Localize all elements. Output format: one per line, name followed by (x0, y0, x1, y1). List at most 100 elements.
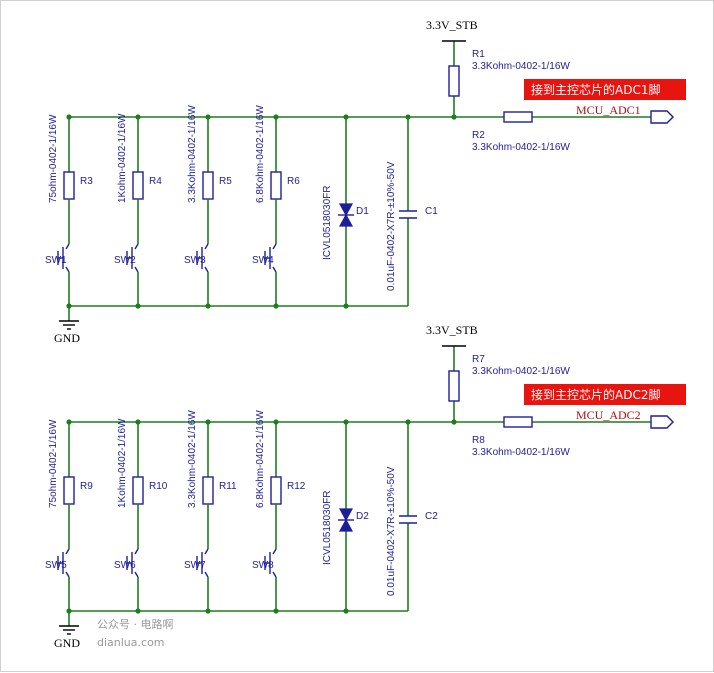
ladder-resistor-ref: R9 (80, 481, 93, 492)
supply-label: 3.3V_STB (426, 323, 478, 337)
net-port-symbol (650, 415, 674, 429)
ladder-resistor-ref: R6 (287, 176, 300, 187)
junction-dot (205, 114, 211, 120)
junction-dot (451, 419, 457, 425)
switch-ref: SW2 (114, 255, 136, 266)
switch-lead (65, 243, 70, 250)
ladder-resistor-value: 6.8Kohm-0402-1/16W (255, 410, 266, 508)
junction-dot (205, 303, 211, 309)
junction-dot (66, 419, 72, 425)
switch-lead (272, 571, 277, 578)
switch-lead (134, 571, 139, 578)
watermark: 公众号 · 电路啊 dianlua.com (97, 618, 174, 649)
junction-dot (343, 114, 349, 120)
junction-dot (273, 303, 279, 309)
switch-ref: SW6 (114, 560, 136, 571)
junction-dot (273, 608, 279, 614)
watermark-line1: 公众号 · 电路啊 (97, 618, 174, 631)
ladder-resistor-value: 3.3Kohm-0402-1/16W (187, 105, 198, 203)
ladder-resistor (63, 171, 75, 200)
switch-ref: SW3 (184, 255, 206, 266)
switch-lead (65, 571, 70, 578)
junction-dot (451, 114, 457, 120)
ladder-resistor (132, 476, 144, 505)
switch-lead (65, 266, 70, 273)
capacitor-ref: C2 (425, 511, 438, 522)
switch-ref: SW4 (252, 255, 274, 266)
diode-value: ICVL0518030FR (322, 491, 333, 566)
pullup-ref: R1 (472, 49, 485, 60)
junction-dot (205, 608, 211, 614)
series-value: 3.3Kohm-0402-1/16W (472, 142, 570, 153)
junction-dot (135, 303, 141, 309)
switch-lead (204, 243, 209, 250)
ladder-resistor-value: 1Kohm-0402-1/16W (117, 418, 128, 508)
circuit-2: 3.3V_STBR73.3Kohm-0402-1/16WR83.3Kohm-04… (45, 323, 686, 650)
net-label: MCU_ADC2 (576, 408, 641, 422)
diode-symbol (338, 508, 354, 522)
ladder-resistor-value: 75ohm-0402-1/16W (48, 114, 59, 203)
switch-lead (134, 548, 139, 555)
junction-dot (343, 608, 349, 614)
switch-lead (272, 243, 277, 250)
series-ref: R2 (472, 130, 485, 141)
ladder-resistor-value: 75ohm-0402-1/16W (48, 419, 59, 508)
net-port-symbol (650, 110, 674, 124)
junction-dot (135, 114, 141, 120)
pullup-resistor (448, 65, 460, 97)
note-callout (524, 384, 686, 405)
pullup-value: 3.3Kohm-0402-1/16W (472, 366, 570, 377)
ladder-resistor (202, 476, 214, 505)
switch-lead (272, 548, 277, 555)
ladder-resistor (132, 171, 144, 200)
junction-dot (273, 419, 279, 425)
supply-label: 3.3V_STB (426, 18, 478, 32)
note-text: 接到主控芯片的ADC1脚 (531, 82, 660, 97)
ladder-resistor-value: 6.8Kohm-0402-1/16W (255, 105, 266, 203)
ladder-resistor (63, 476, 75, 505)
diode-symbol (338, 213, 354, 227)
switch-ref: SW7 (184, 560, 206, 571)
series-resistor (503, 111, 533, 123)
switch-lead (134, 266, 139, 273)
junction-dot (66, 608, 72, 614)
switch-lead (65, 548, 70, 555)
circuit-1: 3.3V_STBR13.3Kohm-0402-1/16WR23.3Kohm-04… (45, 18, 686, 345)
pullup-resistor (448, 370, 460, 402)
watermark-line2: dianlua.com (97, 636, 165, 649)
switch-lead (134, 243, 139, 250)
switch-lead (204, 571, 209, 578)
ladder-resistor-value: 3.3Kohm-0402-1/16W (187, 410, 198, 508)
diode-symbol (338, 518, 354, 532)
ladder-resistor-value: 1Kohm-0402-1/16W (117, 113, 128, 203)
series-ref: R8 (472, 435, 485, 446)
junction-dot (205, 419, 211, 425)
ladder-resistor-ref: R12 (287, 481, 306, 492)
ground-label: GND (54, 331, 80, 345)
capacitor-value: 0.01uF-0402-X7R-±10%-50V (386, 161, 397, 291)
ladder-resistor (202, 171, 214, 200)
series-resistor (503, 416, 533, 428)
switch-lead (204, 548, 209, 555)
ladder-resistor-ref: R10 (149, 481, 168, 492)
ladder-resistor-ref: R5 (219, 176, 232, 187)
switch-ref: SW8 (252, 560, 274, 571)
net-label: MCU_ADC1 (576, 103, 641, 117)
junction-dot (135, 419, 141, 425)
series-value: 3.3Kohm-0402-1/16W (472, 447, 570, 458)
junction-dot (66, 303, 72, 309)
ladder-resistor (270, 171, 282, 200)
note-text: 接到主控芯片的ADC2脚 (531, 387, 660, 402)
note-callout (524, 79, 686, 100)
diode-ref: D2 (356, 511, 369, 522)
junction-dot (405, 419, 411, 425)
junction-dot (66, 114, 72, 120)
pullup-ref: R7 (472, 354, 485, 365)
capacitor-value: 0.01uF-0402-X7R-±10%-50V (386, 466, 397, 596)
ladder-resistor-ref: R4 (149, 176, 162, 187)
diode-symbol (338, 203, 354, 217)
ladder-resistor-ref: R3 (80, 176, 93, 187)
ladder-resistor (270, 476, 282, 505)
switch-ref: SW1 (45, 255, 67, 266)
